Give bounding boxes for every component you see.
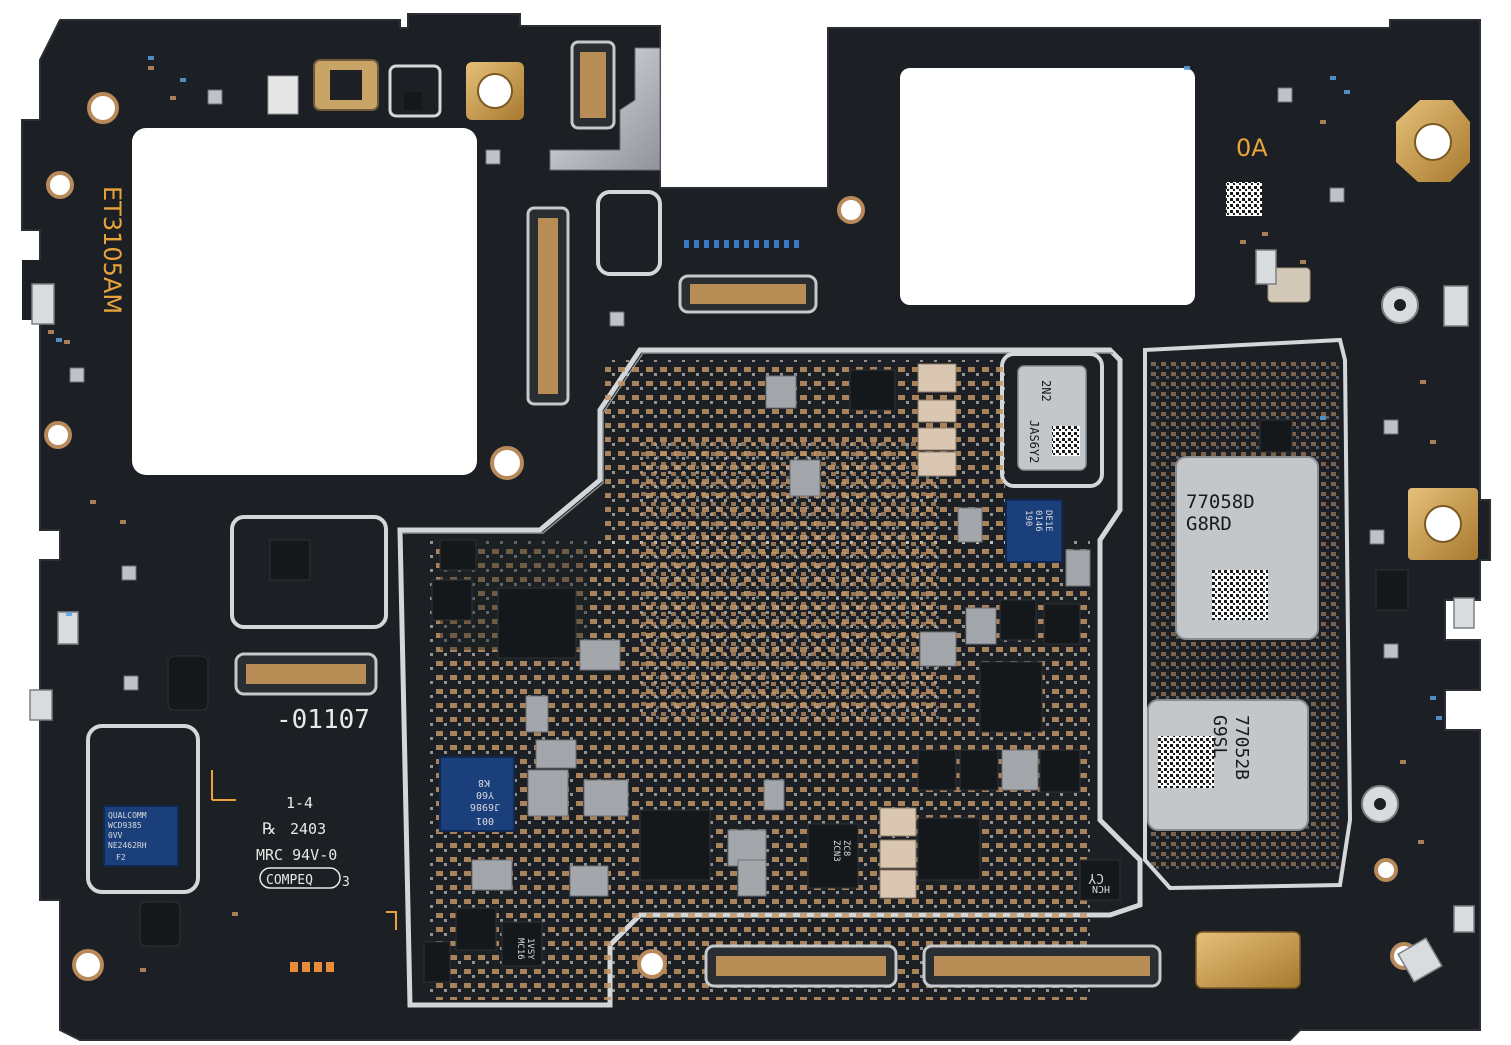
pmic-blue-left: K8 Y60 J6986 001 [439, 756, 515, 832]
corner-mark-label: 0A [1236, 134, 1268, 162]
qualcomm-shield [86, 724, 200, 894]
board-id-label: ET3105AM [98, 186, 126, 314]
pmic-right-line2: 0146 [1033, 510, 1043, 532]
pmic-left-line1: K8 [478, 777, 490, 788]
pmic-right-line1: DE1E [1043, 510, 1053, 532]
qualcomm-chip: QUALCOMM WCD9385 0VV NE2462RH F2 [103, 805, 179, 867]
pmic-right-line3: 190 [1023, 510, 1033, 526]
part-number-label: -01107 [276, 705, 370, 735]
qualcomm-line2: WCD9385 [108, 821, 142, 830]
pmic-left-line2: Y60 [476, 789, 494, 800]
rf-ic-a-line1: 77058D [1186, 491, 1255, 513]
qualcomm-line4: NE2462RH [108, 841, 147, 850]
shield-ic-line1: 2N2 [1039, 380, 1053, 402]
small-ic-3-line1: 1VSY [525, 938, 535, 960]
qualcomm-line5: F2 [116, 853, 126, 862]
rev-label: 1-4 [286, 794, 313, 812]
shield-ic: 2N2 JAS6Y2 [1017, 365, 1087, 471]
rf-ic-b-line1: 77052B [1231, 715, 1252, 780]
small-ic-1-line1: CY [1088, 870, 1104, 885]
rf-ic-b-line2: G9SL [1209, 715, 1230, 759]
ul-mark: ℞ [262, 819, 276, 838]
small-shield-mid [230, 515, 388, 629]
cutout-left [132, 128, 477, 475]
rf-ic-a: 77058D G8RD [1175, 456, 1319, 640]
shield-ic-line2: JAS6Y2 [1027, 420, 1041, 463]
qualcomm-line1: QUALCOMM [108, 811, 147, 820]
rf-ic-b: 77052B G9SL [1147, 699, 1309, 831]
cutout-right [900, 68, 1195, 305]
date-code-label: 2403 [290, 820, 326, 838]
small-ic-3-line2: MC16 [515, 938, 525, 960]
pmic-left-line4: 001 [476, 815, 494, 826]
small-ic-2-line1: ZC8 [841, 840, 851, 856]
right-shield [1143, 337, 1353, 891]
ic-packages [139, 369, 1409, 983]
side-tabs [29, 249, 1475, 983]
small-ic-2-line2: ZCN3 [831, 840, 841, 862]
rf-ic-a-line2: G8RD [1186, 513, 1232, 535]
pmic-left-line3: J6986 [470, 801, 500, 812]
qualcomm-line3: 0VV [108, 831, 123, 840]
connector-pins [246, 52, 1150, 976]
gold-flex-pad [1195, 931, 1301, 989]
maker-label: COMPEQ [266, 873, 313, 888]
inductors [879, 363, 957, 899]
test-points [69, 87, 1399, 691]
pmic-blue-right: DE1E 0146 190 [1005, 499, 1063, 563]
gold-mounts [466, 62, 1478, 560]
maker-suffix: 3 [342, 875, 350, 890]
small-ic-1-line2: HCN [1092, 883, 1110, 894]
rating-label: MRC 94V-0 [256, 846, 337, 864]
gray-components [471, 375, 1091, 897]
